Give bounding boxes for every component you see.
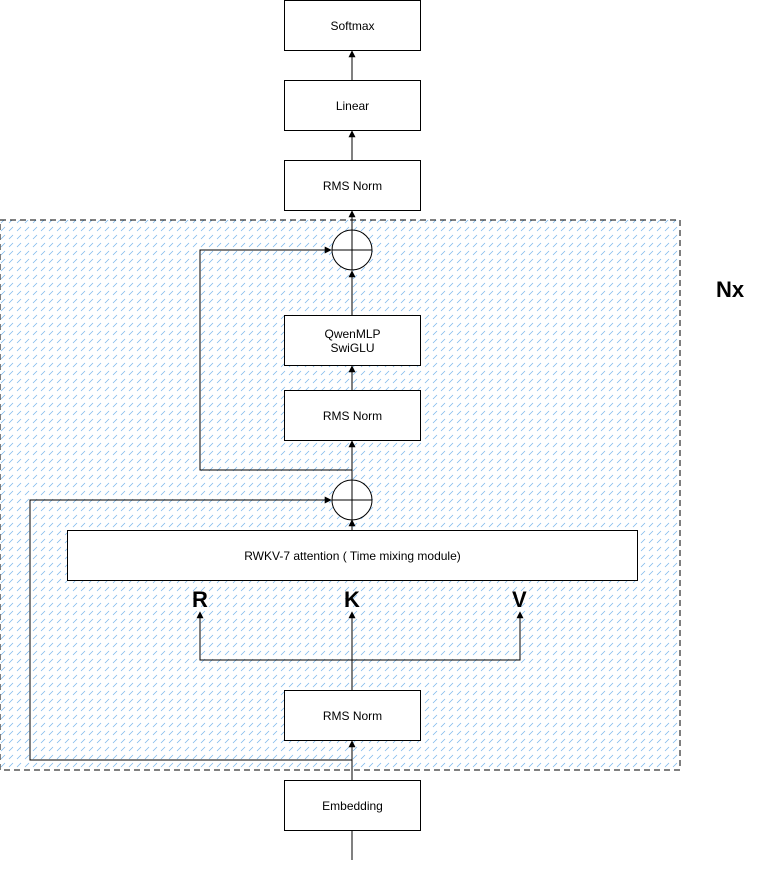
k-label: K (344, 587, 360, 612)
linear-box: Linear (284, 80, 421, 131)
rms-norm-attention-box: RMS Norm (284, 690, 421, 741)
repeat-count-label: Nx (716, 277, 745, 302)
arrow-branch-r (196, 611, 352, 661)
r-label: R (192, 587, 208, 612)
embedding-box: Embedding (284, 780, 421, 831)
residual-connection-attention (29, 496, 352, 761)
residual-connection-mlp (199, 246, 352, 471)
add-node-attention (331, 479, 373, 521)
softmax-box: Softmax (284, 0, 421, 51)
rms-norm-mlp-box: RMS Norm (284, 390, 421, 441)
add-node-mlp (331, 229, 373, 271)
v-label: V (512, 587, 527, 612)
qwen-mlp-box: QwenMLP SwiGLU (284, 315, 421, 366)
rms-norm-final-box: RMS Norm (284, 160, 421, 211)
arrow-branch-v (352, 611, 524, 661)
rwkv-attention-box: RWKV-7 attention ( Time mixing module) (67, 530, 638, 581)
